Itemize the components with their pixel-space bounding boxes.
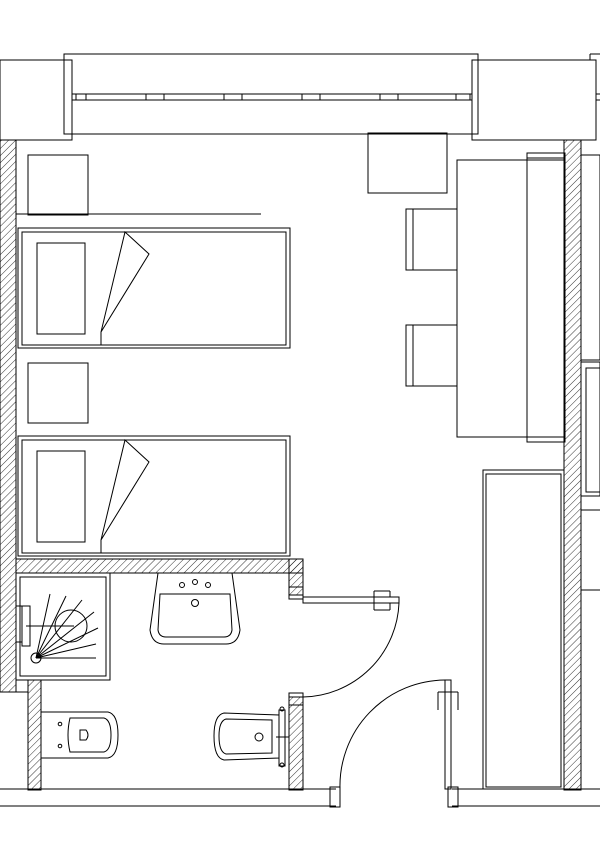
door-leaf	[444, 679, 452, 790]
door-leaf	[302, 596, 400, 604]
bed-1	[17, 227, 291, 349]
shower-spray-lines	[35, 593, 99, 659]
window-mullions	[75, 93, 471, 101]
door-handle	[437, 691, 459, 710]
bathroom-right-wall-lower	[288, 696, 304, 791]
pillow-2	[36, 450, 86, 543]
side-table	[367, 132, 448, 194]
shower-tray-edge	[15, 605, 23, 643]
bedsheet-fold-1	[100, 231, 150, 345]
toilet	[40, 711, 119, 759]
right-wall-shelves	[580, 154, 600, 591]
bedsheet-fold-2	[100, 439, 150, 553]
desk-chair-2	[405, 324, 458, 387]
door-swing-arc	[302, 602, 400, 698]
washbasin	[149, 572, 241, 645]
bathroom-right-wall-upper	[288, 558, 304, 596]
left-wall-lower	[27, 679, 42, 791]
bed-2	[17, 435, 291, 557]
desk	[456, 152, 566, 443]
bathroom-top-wall	[15, 558, 304, 574]
entrance-door	[339, 679, 459, 790]
desk-chair-1	[405, 208, 458, 271]
pillow-1	[36, 242, 86, 335]
nightstand-2	[27, 362, 89, 424]
right-wall	[563, 139, 582, 791]
nightstand-1	[27, 154, 89, 216]
balcony-window-wall	[0, 53, 600, 141]
door-handle	[373, 590, 391, 611]
bathroom-door	[288, 586, 400, 706]
wardrobe	[482, 469, 565, 790]
bidet	[213, 706, 289, 768]
left-wall	[0, 139, 17, 693]
shower	[15, 572, 111, 681]
door-swing-arc	[339, 679, 446, 790]
